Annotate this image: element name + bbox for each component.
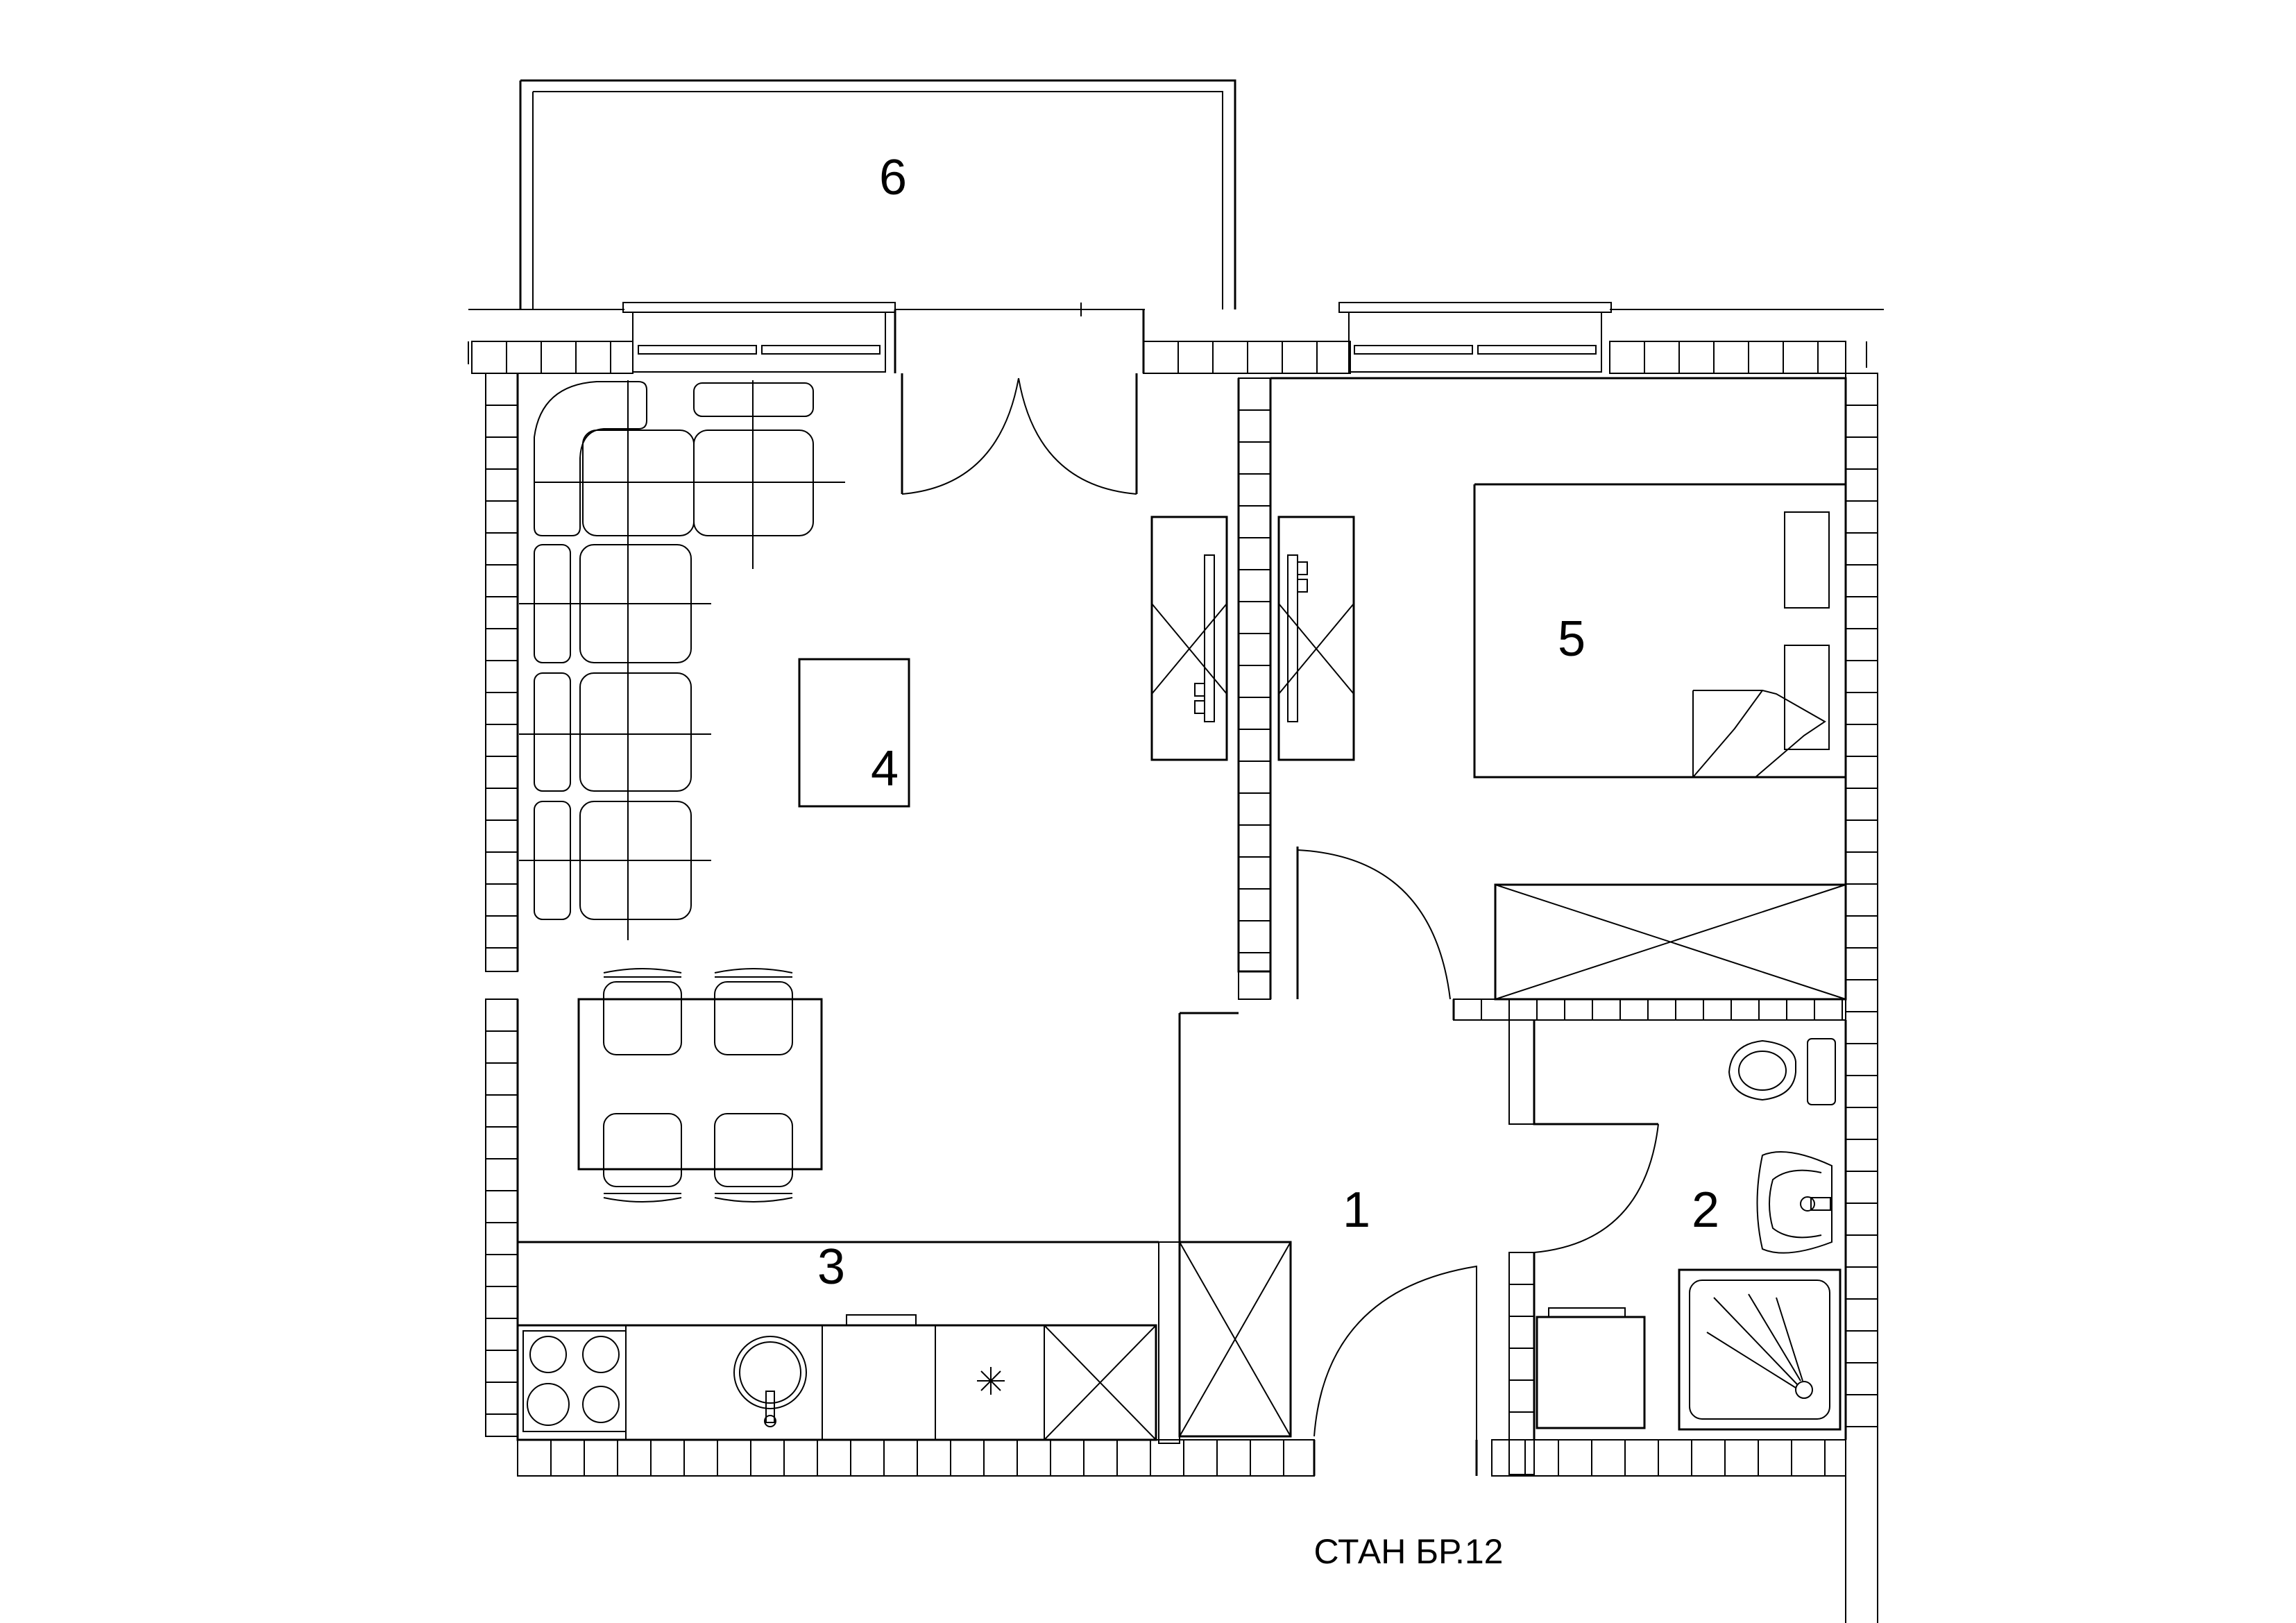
room-label-4: 4: [871, 741, 899, 797]
room-label-2: 2: [1692, 1182, 1719, 1238]
kitchen-counter: [516, 1314, 1157, 1441]
sofa: [519, 380, 845, 940]
bathroom-door: [1533, 1123, 1659, 1253]
room-labels: 1 2 3 4 5 6: [817, 150, 1719, 1295]
shower-tray: [1678, 1268, 1842, 1431]
hall-cabinet: [1178, 1241, 1292, 1438]
room-label-5: 5: [1558, 611, 1585, 667]
room-label-6: 6: [879, 150, 907, 205]
bed: [1473, 483, 1846, 779]
wardrobe-bedroom: [1277, 516, 1355, 761]
entry-door: [1313, 1265, 1478, 1476]
interior-walls: [516, 373, 1847, 1440]
washbasin: [1756, 1151, 1832, 1254]
toilet: [1728, 1038, 1836, 1105]
room-label-1: 1: [1343, 1182, 1370, 1238]
dining-set: [577, 968, 823, 1203]
window-bedroom: [1338, 302, 1612, 373]
wall-hatching: [471, 341, 1878, 1623]
wardrobe-living: [1150, 516, 1228, 761]
balcony-door: [894, 309, 1145, 495]
plan-caption: СТАН БР.12: [1314, 1532, 1504, 1571]
window-living: [622, 302, 896, 373]
coffee-table: [798, 658, 910, 808]
dresser: [1494, 883, 1847, 1001]
facade-lines: [468, 303, 1884, 368]
balcony: [519, 79, 1236, 309]
bedroom-door: [1297, 849, 1451, 1000]
room-label-3: 3: [817, 1239, 845, 1295]
washing-machine: [1536, 1307, 1646, 1429]
